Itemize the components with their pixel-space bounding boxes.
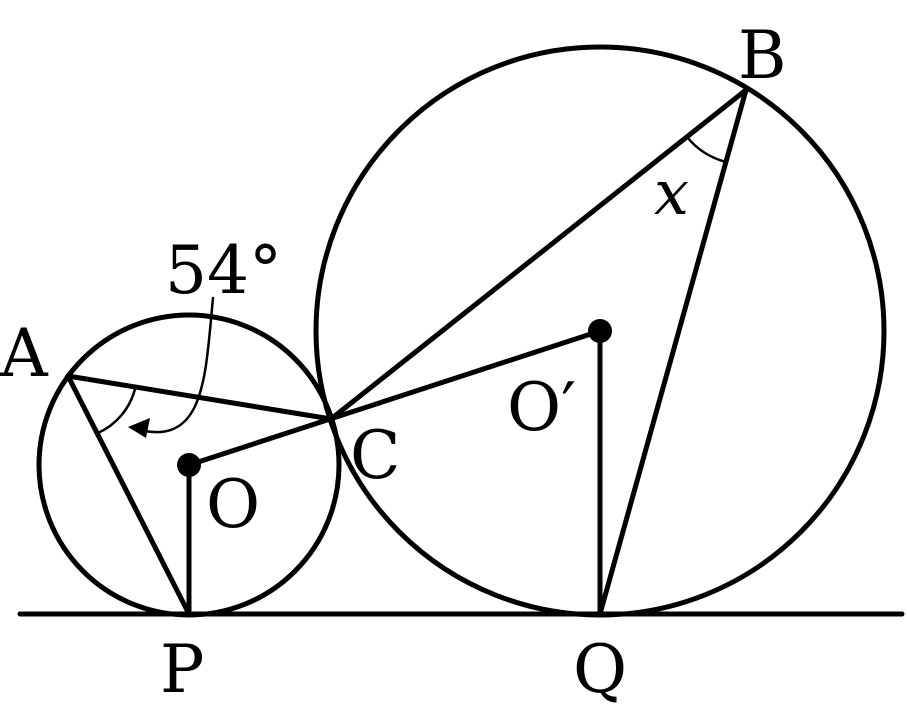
label-o-prime: O′ bbox=[507, 369, 576, 446]
label-x: x bbox=[654, 156, 689, 229]
label-o: O bbox=[206, 466, 260, 543]
angle-pointer bbox=[130, 296, 215, 434]
label-c: C bbox=[350, 417, 401, 494]
center-point-o-prime bbox=[588, 319, 612, 343]
segment-ap bbox=[65, 373, 192, 617]
segment-cb bbox=[328, 87, 749, 422]
segment-oo-prime bbox=[186, 328, 603, 468]
pointer-arrowhead bbox=[128, 418, 150, 438]
label-angle-54: 54° bbox=[165, 232, 282, 309]
label-p: P bbox=[160, 631, 204, 708]
label-b: B bbox=[738, 17, 787, 94]
center-point-o bbox=[177, 453, 201, 477]
label-a: A bbox=[0, 315, 49, 392]
label-q: Q bbox=[573, 631, 627, 708]
segment-bq bbox=[597, 87, 749, 617]
angle-arc-b bbox=[685, 135, 728, 164]
angle-arc-a bbox=[96, 387, 137, 435]
